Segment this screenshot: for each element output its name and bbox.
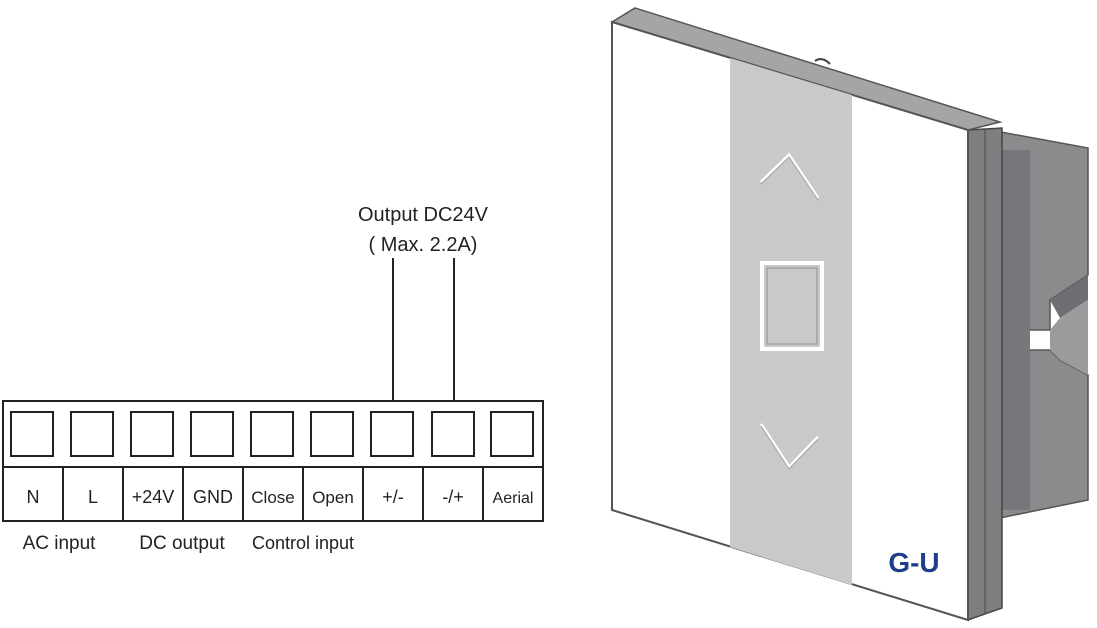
- terminal-screw-close: [250, 411, 294, 457]
- gu-logo: G-U: [888, 547, 939, 578]
- terminal-label-plus-minus: +/-: [382, 487, 404, 507]
- device-center-strip: [730, 58, 852, 585]
- group-label-control-input: Control input: [252, 533, 354, 553]
- terminal-screw-n: [10, 411, 54, 457]
- group-label-ac-input: AC input: [23, 533, 97, 554]
- terminal-screw-plus-minus: [370, 411, 414, 457]
- terminal-block: N L +24V GND Close Open +/- -/+ Aerial: [2, 400, 544, 522]
- terminal-screw-l: [70, 411, 114, 457]
- terminal-label-n: N: [27, 487, 40, 507]
- terminal-label-close: Close: [251, 488, 294, 507]
- output-max-current-label: ( Max. 2.2A): [369, 234, 478, 256]
- terminal-screw-24v: [130, 411, 174, 457]
- terminal-label-minus-plus: -/+: [442, 487, 464, 507]
- terminal-screw-open: [310, 411, 354, 457]
- terminal-label-aerial: Aerial: [493, 490, 534, 507]
- output-label: Output DC24V: [358, 204, 489, 226]
- terminal-screw-minus-plus: [431, 411, 475, 457]
- wall-switch-device: G-U: [610, 7, 1089, 622]
- terminal-screw-aerial: [490, 411, 534, 457]
- up-arrow-icon: [759, 152, 820, 199]
- stop-square-icon: [760, 261, 824, 351]
- terminal-screw-gnd: [190, 411, 234, 457]
- terminal-label-l: L: [88, 487, 98, 507]
- terminal-label-24v: +24V: [132, 487, 175, 507]
- terminal-label-gnd: GND: [193, 487, 233, 507]
- down-arrow-icon: [759, 423, 820, 470]
- terminal-label-open: Open: [312, 488, 354, 507]
- group-label-dc-output: DC output: [139, 533, 225, 554]
